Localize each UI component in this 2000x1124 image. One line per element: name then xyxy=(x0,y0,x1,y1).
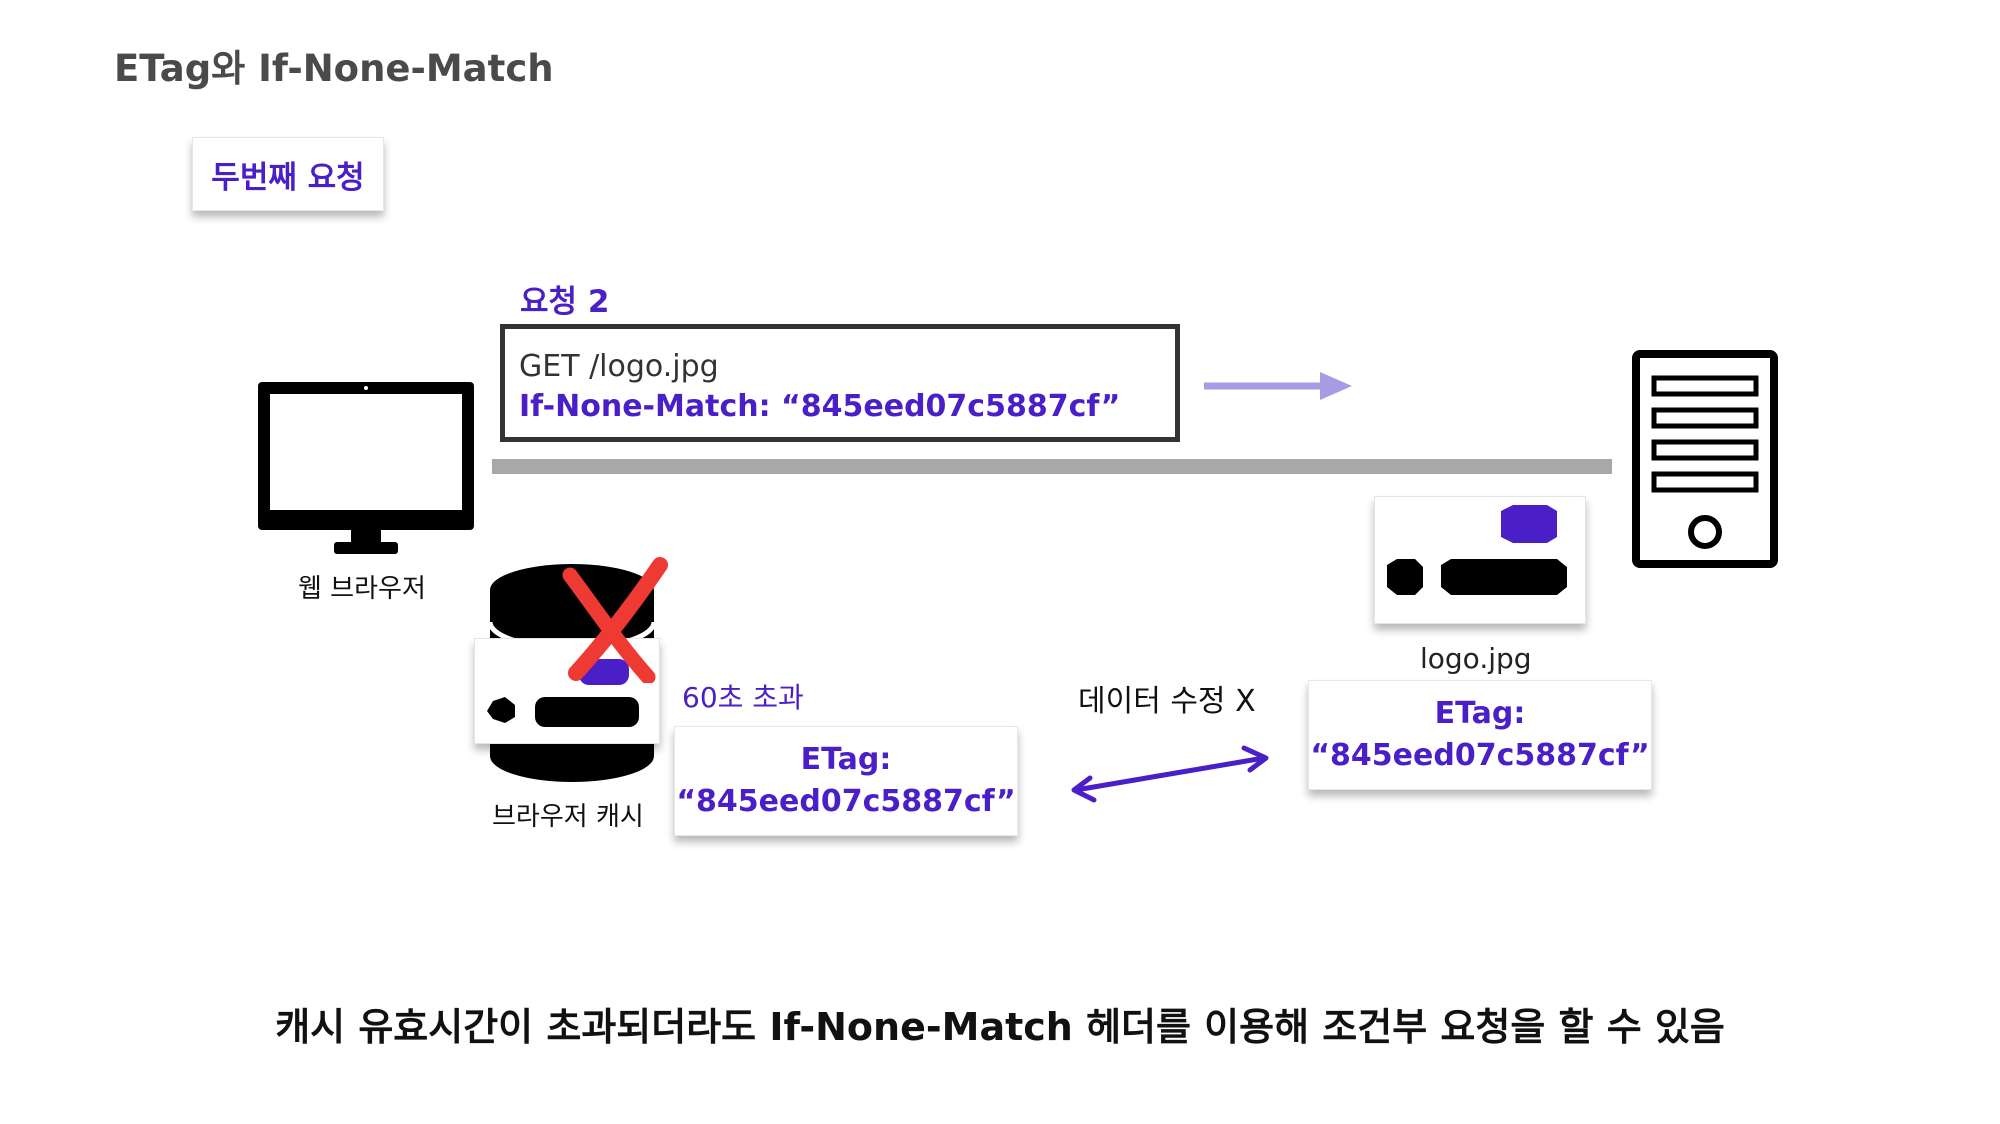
section-tag: 두번째 요청 xyxy=(192,137,384,211)
server-image-card xyxy=(1374,496,1586,624)
network-line xyxy=(492,459,1612,474)
slide-title: ETag와 If-None-Match xyxy=(114,47,554,90)
cached-etag-box: ETag: “845eed07c5887cf” xyxy=(674,726,1018,836)
cached-etag-value: “845eed07c5887cf” xyxy=(676,784,1016,819)
request-arrow-icon xyxy=(1204,372,1352,400)
server-etag-box: ETag: “845eed07c5887cf” xyxy=(1308,680,1652,790)
request-label: 요청 2 xyxy=(520,284,610,320)
browser-label: 웹 브라우저 xyxy=(298,574,426,604)
request-line: GET /logo.jpg xyxy=(519,349,719,384)
server-etag-label: ETag: xyxy=(1434,696,1526,731)
server-etag-value: “845eed07c5887cf” xyxy=(1310,738,1650,773)
request-box: GET /logo.jpg If-None-Match: “845eed07c5… xyxy=(500,324,1180,442)
monitor-icon xyxy=(258,382,474,554)
cache-label: 브라우저 캐시 xyxy=(492,802,644,832)
double-arrow-icon xyxy=(1071,745,1269,803)
if-none-match-header: If-None-Match: “845eed07c5887cf” xyxy=(519,389,1121,424)
cached-etag-label: ETag: xyxy=(800,742,892,777)
section-tag-label: 두번째 요청 xyxy=(211,159,365,196)
server-file-label: logo.jpg xyxy=(1420,642,1532,675)
bottom-note: 캐시 유효시간이 초과되더라도 If-None-Match 헤더를 이용해 조건… xyxy=(275,1005,1725,1049)
cross-icon xyxy=(562,557,668,683)
compare-label: 데이터 수정 X xyxy=(1078,684,1256,719)
image-placeholder-icon xyxy=(1387,505,1567,595)
expired-label: 60초 초과 xyxy=(682,681,804,714)
server-icon xyxy=(1632,350,1778,568)
